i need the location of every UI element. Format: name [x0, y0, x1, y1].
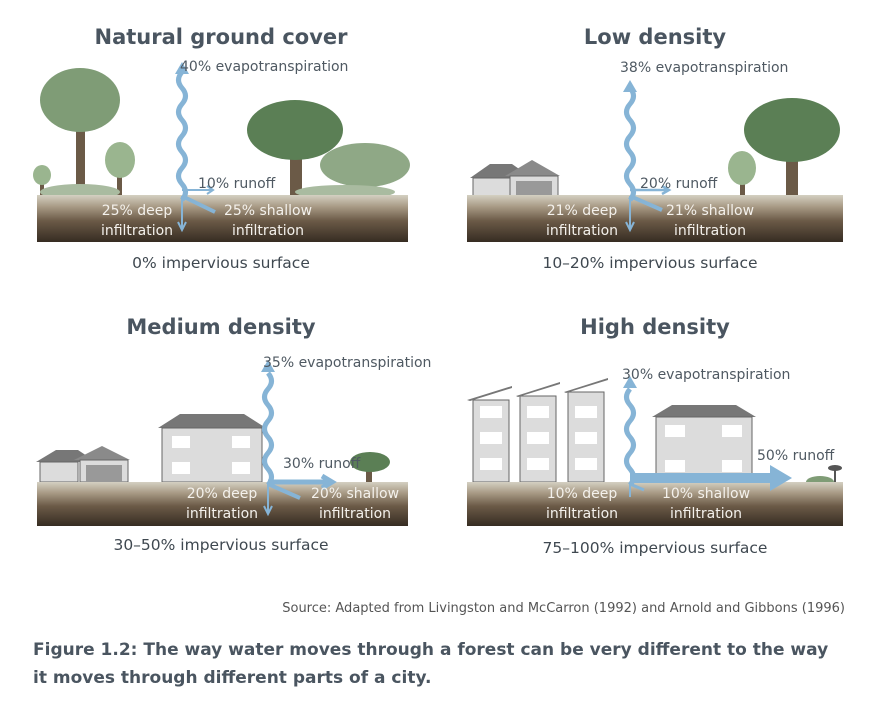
impervious-surface-label: 30–50% impervious surface [113, 536, 328, 554]
shallow-infiltration-arrow-icon [629, 482, 645, 492]
house [470, 160, 560, 197]
panel-title: Medium density [126, 315, 315, 339]
figure-caption: Figure 1.2: The way water moves through … [33, 640, 829, 688]
shallow-infiltration-label: infiltration [670, 506, 742, 522]
shallow-infiltration-arrow-icon [629, 194, 663, 212]
evapotranspiration-label: 30% evapotranspiration [622, 367, 790, 383]
panel-natural: Natural ground cover 40% evapotranspirat… [33, 25, 410, 272]
panel-high-density: High density 30% evapotranspiration 50% … [467, 315, 843, 557]
evapotranspiration-arrowhead-icon [623, 376, 637, 388]
deep-infiltration-label: 20% deep [187, 486, 258, 502]
shallow-infiltration-arrow-icon [267, 482, 301, 500]
runoff-label: 30% runoff [283, 456, 361, 472]
panel-low-density: Low density 38% evapotranspiration 20% r… [467, 25, 843, 272]
ground [37, 195, 408, 242]
shallow-infiltration-label: 20% shallow [311, 486, 399, 502]
panel-title: Natural ground cover [95, 25, 349, 49]
runoff-arrow-icon [630, 184, 672, 196]
shallow-infiltration-label: infiltration [674, 223, 746, 239]
deep-infiltration-label: 10% deep [547, 486, 618, 502]
evapotranspiration-arrowhead-icon [175, 62, 189, 74]
deep-infiltration-arrow-icon [177, 196, 187, 233]
shallow-infiltration-label: 21% shallow [666, 203, 754, 219]
ground [467, 195, 843, 242]
runoff-label: 20% runoff [640, 176, 718, 192]
trees [728, 98, 840, 196]
evapotranspiration-arrow-icon [176, 70, 188, 202]
deep-infiltration-label: infiltration [546, 223, 618, 239]
evapotranspiration-label: 35% evapotranspiration [263, 355, 431, 371]
panel-title: High density [580, 315, 730, 339]
shallow-infiltration-label: infiltration [232, 223, 304, 239]
runoff-label: 50% runoff [757, 448, 835, 464]
runoff-arrowhead-icon [770, 465, 792, 491]
shallow-infiltration-label: infiltration [319, 506, 391, 522]
shallow-infiltration-label: 10% shallow [662, 486, 750, 502]
impervious-surface-label: 0% impervious surface [132, 254, 310, 272]
shallow-infiltration-arrow-icon [181, 194, 216, 214]
houses [36, 414, 390, 483]
shallow-infiltration-label: 25% shallow [224, 203, 312, 219]
evapotranspiration-arrowhead-icon [261, 360, 275, 372]
deep-infiltration-label: 21% deep [547, 203, 618, 219]
evapotranspiration-arrowhead-icon [623, 80, 637, 92]
panel-medium-density: Medium density 35% evapotranspiration 30… [36, 315, 431, 554]
apartment-buildings [467, 378, 842, 488]
runoff-arrow-icon [182, 185, 215, 195]
impervious-surface-label: 10–20% impervious surface [542, 254, 757, 272]
deep-infiltration-arrow-icon [625, 196, 635, 233]
panel-title: Low density [584, 25, 726, 49]
evapotranspiration-arrow-icon [624, 387, 636, 487]
evapotranspiration-label: 38% evapotranspiration [620, 60, 788, 76]
ground [467, 482, 843, 526]
impervious-surface-label: 75–100% impervious surface [543, 539, 768, 557]
deep-infiltration-label: infiltration [546, 506, 618, 522]
evapotranspiration-arrow-icon [262, 371, 274, 487]
deep-infiltration-label: infiltration [101, 223, 173, 239]
runoff-label: 10% runoff [198, 176, 276, 192]
deep-infiltration-arrow-icon [263, 484, 273, 517]
runoff-arrow-icon [268, 473, 337, 491]
deep-infiltration-label: infiltration [186, 506, 258, 522]
source-note: Source: Adapted from Livingston and McCa… [282, 601, 845, 616]
deep-infiltration-label: 25% deep [102, 203, 173, 219]
evapotranspiration-label: 40% evapotranspiration [180, 59, 348, 75]
ground [37, 482, 408, 526]
evapotranspiration-arrow-icon [624, 86, 636, 202]
